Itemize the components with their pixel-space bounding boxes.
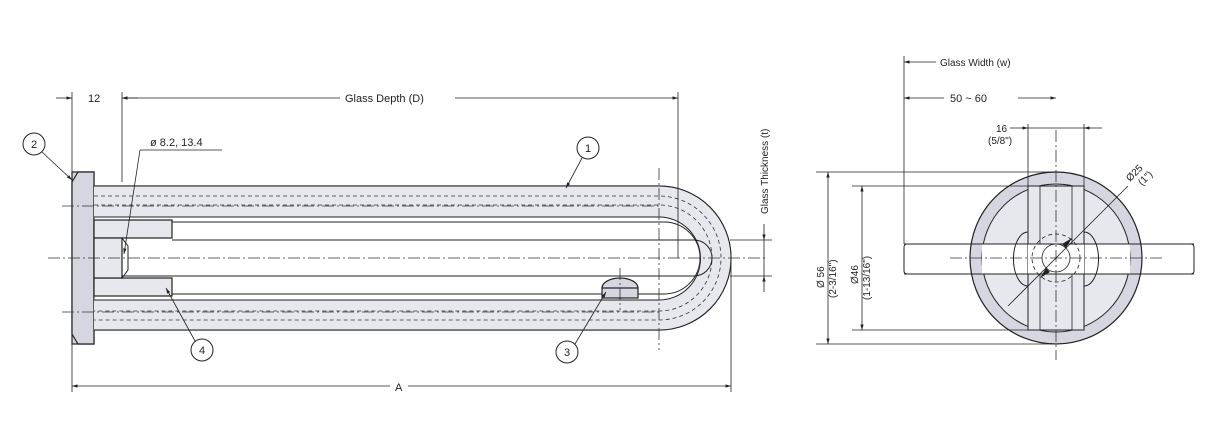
lobe-left	[1012, 231, 1029, 287]
hub-lower	[93, 277, 173, 297]
dim-56-in-label: (2-3/16")	[828, 259, 839, 298]
callout-4-circle	[190, 338, 214, 362]
hole-dia-label: ø 8.2, 13.4	[150, 137, 203, 149]
u-hidden-line-outer	[94, 195, 722, 321]
hole-leader	[123, 149, 141, 255]
callout-2-circle	[22, 132, 46, 156]
lobe-right	[1083, 231, 1100, 287]
callout-2-leader	[41, 151, 73, 181]
callout-3-leader	[574, 291, 607, 345]
callout-1-leader	[565, 157, 583, 189]
dim-glass-width-label: Glass Width (w)	[940, 58, 1011, 69]
callout-4-label: 4	[199, 345, 205, 357]
dim-25-arrow-a	[1040, 268, 1050, 278]
upper-body-fill	[94, 186, 731, 258]
dim-46-in-label: (1-13/16")	[862, 256, 873, 300]
callout-1-label: 1	[585, 143, 591, 155]
dim-16-label: 16	[996, 124, 1008, 135]
dim-25-leader	[1007, 185, 1129, 307]
dim-range-label: 50 ~ 60	[950, 93, 987, 105]
dim-56-label: Ø 56	[816, 266, 827, 288]
callout-3-circle	[555, 340, 579, 364]
side-view: 12 Glass Depth (D) ø 8.2, 13.4 Glass Thi…	[22, 92, 772, 394]
dim-25-arrow-b	[1062, 238, 1072, 248]
dim-12-label: 12	[88, 93, 100, 105]
dim-depth-label: Glass Depth (D)	[345, 93, 424, 105]
dim-46-label: Ø46	[850, 265, 861, 284]
callout-1-circle	[576, 136, 600, 160]
dim-a-label: A	[395, 382, 403, 394]
dim-16-in-label: (5/8")	[988, 136, 1012, 147]
callout-2-label: 2	[31, 139, 37, 151]
callout-4-leader	[165, 287, 196, 342]
dim-thick-label: Glass Thickness (t)	[760, 129, 771, 214]
callout-3-label: 3	[564, 347, 570, 359]
front-view: Glass Width (w) 50 ~ 60 16 (5/8") Ø 56 (…	[816, 56, 1195, 360]
u-inner-outline	[94, 216, 701, 301]
hub	[93, 219, 173, 239]
